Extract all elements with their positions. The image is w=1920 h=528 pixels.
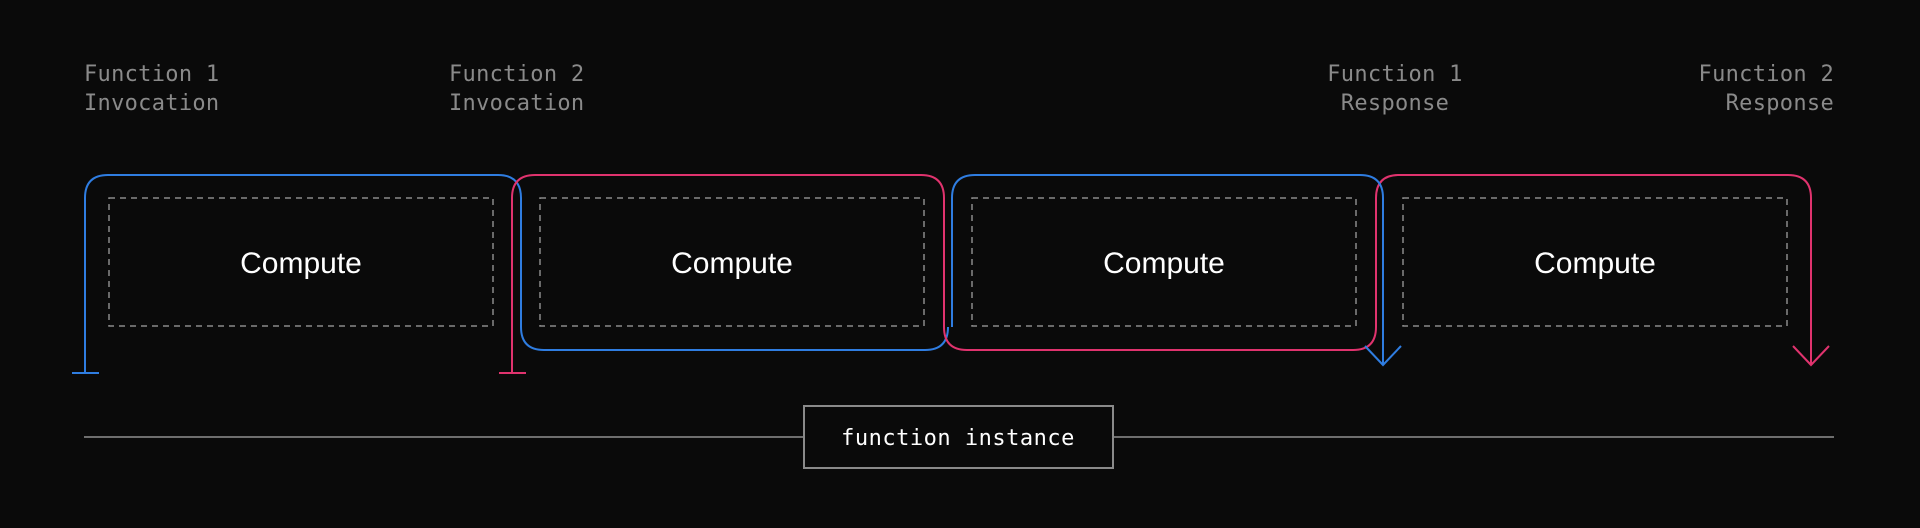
compute-label: Compute: [1534, 247, 1656, 280]
compute-block: [1402, 197, 1788, 327]
function-1-invocation-path: [84, 174, 949, 372]
label-line: Function 2: [1698, 62, 1834, 87]
compute-label: Compute: [671, 247, 793, 280]
function-instance-label: function instance: [841, 426, 1075, 451]
label-line: Invocation: [84, 91, 220, 116]
function-2-invocation-path: [511, 174, 1812, 372]
label-line: Function 1: [1327, 62, 1463, 87]
function-1-response-label: Function 1 Response: [1320, 60, 1470, 118]
label-line: Function 1: [84, 62, 220, 87]
function-2-response-label: Function 2 Response: [1620, 60, 1834, 118]
label-line: Invocation: [449, 91, 585, 116]
function-1-response-path: [951, 174, 1384, 364]
function-instance-box: [803, 405, 1114, 469]
compute-label: Compute: [240, 247, 362, 280]
function-2-response-arrow-icon: [1792, 345, 1830, 367]
function-2-invocation-label: Function 2 Invocation: [449, 60, 584, 118]
label-line: Function 2: [449, 62, 585, 87]
compute-label: Compute: [1103, 247, 1225, 280]
label-line: Response: [1340, 91, 1450, 116]
compute-block: [108, 197, 494, 327]
function-1-response-arrow-icon: [1364, 345, 1402, 367]
label-line: Response: [1725, 91, 1834, 116]
compute-block: [971, 197, 1357, 327]
compute-block: [539, 197, 925, 327]
function-1-invocation-label: Function 1 Invocation: [84, 60, 219, 118]
